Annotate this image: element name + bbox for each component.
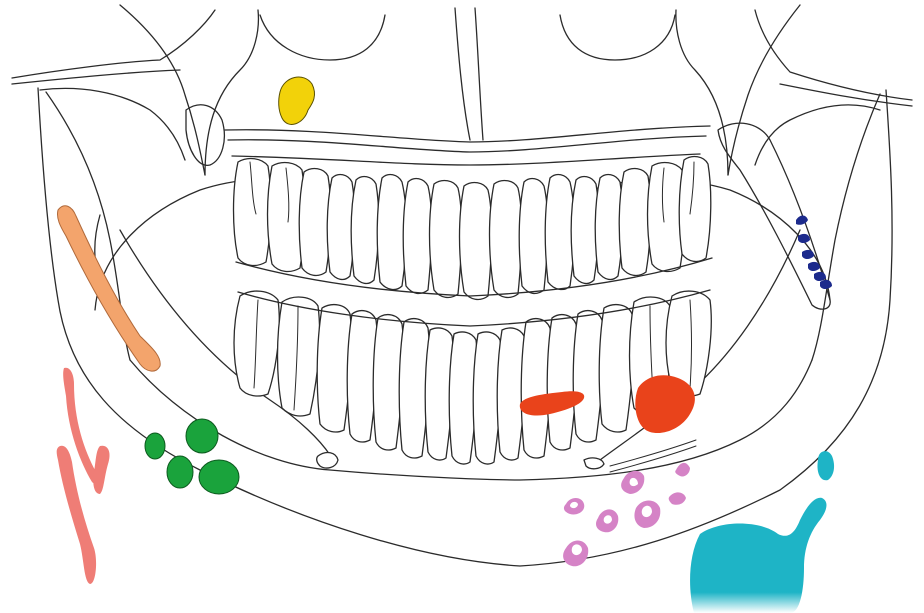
- upper-premolar: [351, 177, 379, 284]
- lower-molar: [234, 291, 279, 396]
- upper-incisor: [403, 179, 432, 294]
- lesion-navy: [796, 216, 832, 290]
- lower-molar: [317, 305, 351, 432]
- lower-teeth: [234, 291, 711, 464]
- upper-molar: [299, 169, 331, 276]
- upper-incisor: [430, 181, 462, 298]
- lesion-pink: [563, 463, 690, 566]
- lesion-cyan: [690, 451, 834, 613]
- lesion-green: [145, 419, 239, 494]
- mandible-outline: [38, 88, 892, 566]
- lesion-yellow: [279, 77, 315, 124]
- upper-incisor: [460, 183, 492, 300]
- upper-molar: [234, 159, 271, 266]
- skull-outline: [12, 5, 912, 175]
- lower-molar: [599, 305, 633, 432]
- upper-molar: [619, 169, 651, 276]
- lesion-salmon: [57, 368, 110, 584]
- lower-molar: [278, 297, 320, 416]
- upper-incisor: [519, 179, 548, 294]
- lesion-peach: [57, 206, 160, 371]
- upper-molar: [679, 157, 711, 262]
- upper-canine: [377, 175, 406, 290]
- upper-canine: [545, 175, 574, 290]
- upper-incisor: [490, 181, 522, 298]
